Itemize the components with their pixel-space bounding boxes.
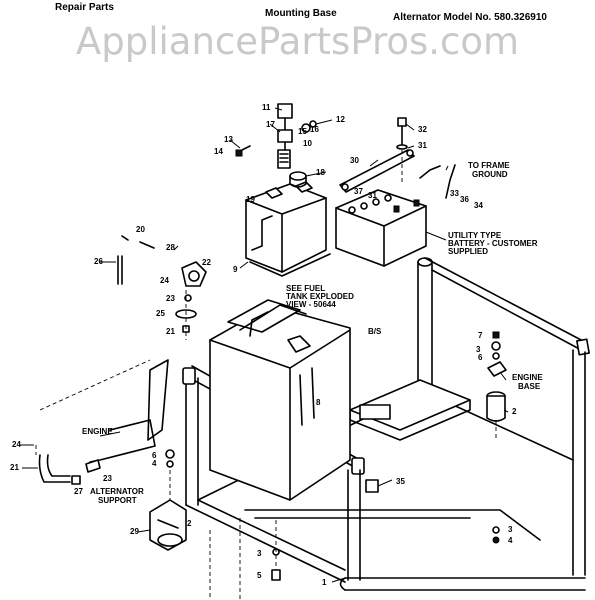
- part-number: 37: [354, 187, 363, 196]
- header-repair-parts: Repair Parts: [55, 2, 114, 13]
- part-number: 3: [257, 549, 262, 558]
- part-number: 2: [187, 519, 192, 528]
- part-number: 14: [214, 147, 223, 156]
- part-number: 9: [233, 265, 238, 274]
- part-number: 6: [152, 451, 157, 460]
- part-number: 33: [450, 189, 459, 198]
- part-number: 16: [310, 125, 319, 134]
- alternator-support: [149, 449, 187, 551]
- part-number: 24: [160, 276, 169, 285]
- part-number-callouts: 1 2 2 3 3 3 4 4 5 6 6 7 8 9 10 11 12 13 …: [10, 103, 517, 587]
- part-number: 5: [257, 571, 262, 580]
- part-number: 2: [512, 407, 517, 416]
- part-number: 4: [508, 536, 513, 545]
- part-number: 10: [303, 139, 312, 148]
- bs-label: B/S: [368, 327, 382, 336]
- governor-assembly: [117, 235, 207, 340]
- part-number: 4: [152, 459, 157, 468]
- rubber-mount-rear: [486, 391, 506, 440]
- bolt-32: [396, 117, 408, 185]
- part-number: 35: [396, 477, 405, 486]
- part-number: 7: [478, 331, 483, 340]
- battery: [335, 189, 427, 267]
- top-switch-assembly: [235, 103, 317, 188]
- part-number: 11: [262, 103, 271, 112]
- part-number: 25: [156, 309, 165, 318]
- engine-linkage: [35, 359, 169, 485]
- watermark: AppliancePartsPros.com: [75, 20, 520, 63]
- leader-lines: [20, 107, 509, 583]
- part-number: 21: [10, 463, 19, 472]
- part-number: 22: [202, 258, 211, 267]
- engine-label: ENGINE: [82, 427, 113, 436]
- part-number: 1: [322, 578, 327, 587]
- part-number: 31: [418, 141, 427, 150]
- part-number: 29: [130, 527, 139, 536]
- part-number: 13: [224, 135, 233, 144]
- part-number: 6: [478, 353, 483, 362]
- part-number: 36: [460, 195, 469, 204]
- part-number: 15: [298, 127, 307, 136]
- part-number: 32: [418, 125, 427, 134]
- header-model-number: Alternator Model No. 580.326910: [393, 12, 547, 23]
- fuel-tank: [209, 299, 351, 501]
- part-number: 3: [508, 525, 513, 534]
- part-number: 26: [94, 257, 103, 266]
- part-number: 21: [166, 327, 175, 336]
- part-number: 18: [316, 168, 325, 177]
- part-number: 3: [476, 345, 481, 354]
- ground-strap: [339, 149, 456, 199]
- part-number: 28: [166, 243, 175, 252]
- part-number: 8: [316, 398, 321, 407]
- part-number: 19: [246, 195, 255, 204]
- part-number: 23: [166, 294, 175, 303]
- part-number: 20: [136, 225, 145, 234]
- part-number: 34: [474, 201, 483, 210]
- part-number: 23: [103, 474, 112, 483]
- header-mounting-base: Mounting Base: [265, 8, 337, 19]
- part-number: 30: [350, 156, 359, 165]
- bottom-hardware: [209, 479, 500, 600]
- part-number: 27: [74, 487, 83, 496]
- part-number: 31: [368, 191, 377, 200]
- engine-base-brackets: [487, 331, 507, 377]
- engine-base-plate: [349, 379, 471, 441]
- part-number: 12: [336, 115, 345, 124]
- battery-tray: [245, 181, 331, 277]
- part-number: 24: [12, 440, 21, 449]
